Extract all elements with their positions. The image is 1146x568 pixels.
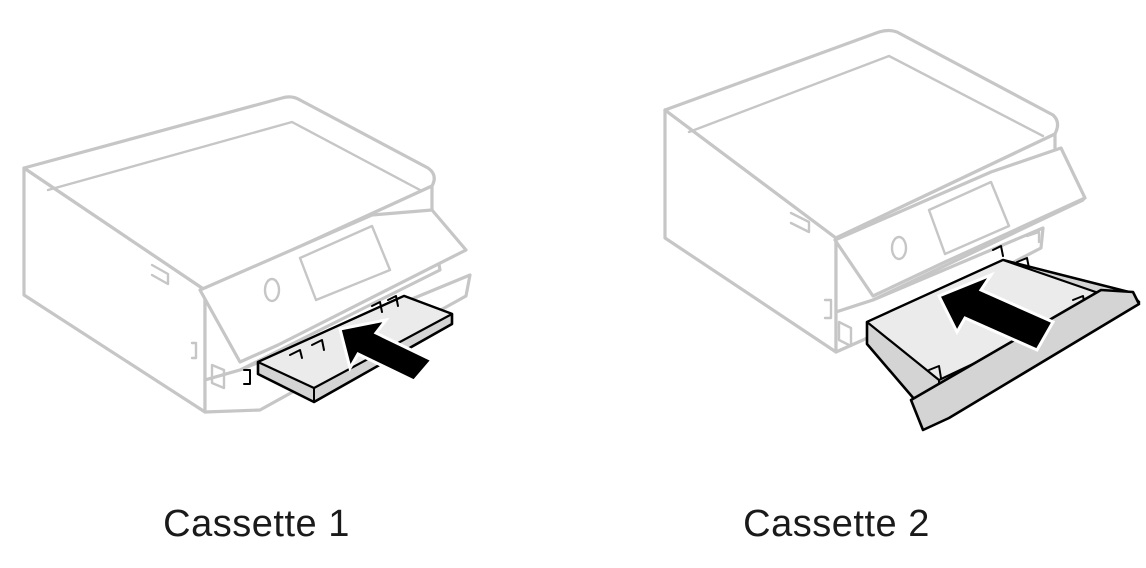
cassette-1-figure: Cassette 1 bbox=[22, 95, 472, 545]
arrow-push-in-icon bbox=[338, 317, 435, 383]
printer-cassette-1-illustration bbox=[22, 95, 472, 414]
control-panel bbox=[198, 208, 468, 364]
control-panel bbox=[833, 146, 1087, 298]
cassette-1-caption: Cassette 1 bbox=[163, 503, 350, 545]
cassette-2-caption: Cassette 2 bbox=[743, 503, 930, 545]
cassette-2-figure: Cassette 2 bbox=[573, 0, 1146, 568]
arrow-push-in-icon bbox=[936, 271, 1056, 352]
printer-cassette-2-illustration bbox=[663, 28, 1141, 432]
